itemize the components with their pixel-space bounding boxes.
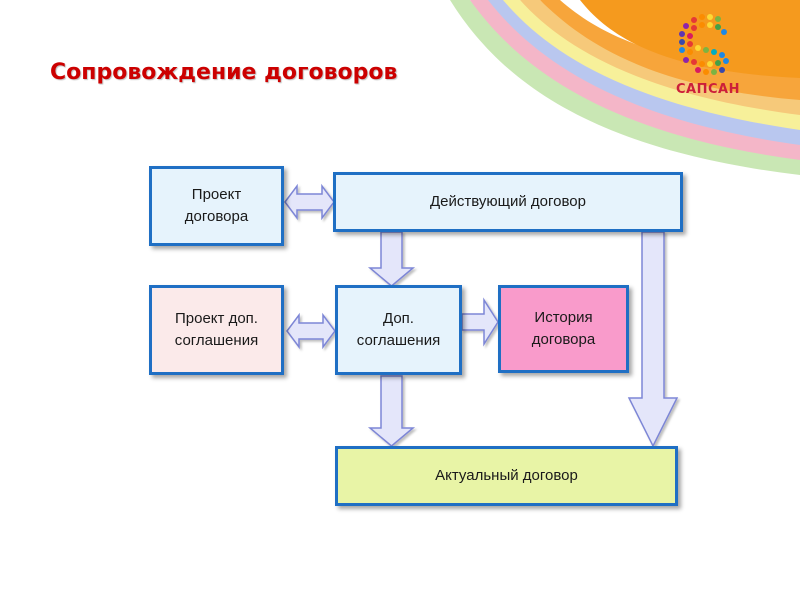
- addendum-label: Доп. соглашения: [356, 310, 441, 349]
- down-arrow-active-addendum: [367, 231, 416, 287]
- company-logo: САПСАН: [668, 12, 748, 107]
- active-contract-label: Действующий договор: [430, 193, 586, 210]
- project-contract-label: Проект договора: [184, 186, 249, 225]
- down-arrow-addendum-current: [367, 375, 416, 447]
- sapsan-logo-icon: [679, 14, 729, 75]
- current-contract-label: Актуальный договор: [435, 467, 578, 484]
- long-down-arrow-active-current: [627, 231, 679, 448]
- contract-history-label: История договора: [531, 309, 596, 348]
- double-arrow-project-addendum: [286, 312, 336, 350]
- right-arrow-addendum-history: [461, 297, 499, 347]
- current-contract-box: Актуальный договор: [335, 446, 678, 506]
- project-contract-box: Проект договора: [149, 166, 284, 246]
- contract-history-box: История договора: [498, 285, 629, 373]
- project-addendum-box: Проект доп. соглашения: [149, 285, 284, 375]
- project-addendum-label: Проект доп. соглашения: [174, 310, 259, 349]
- page-title: Сопровождение договоров: [50, 60, 398, 85]
- addendum-box: Доп. соглашения: [335, 285, 462, 375]
- double-arrow-project-active: [284, 183, 335, 221]
- active-contract-box: Действующий договор: [333, 172, 683, 232]
- logo-text: САПСАН: [676, 82, 740, 97]
